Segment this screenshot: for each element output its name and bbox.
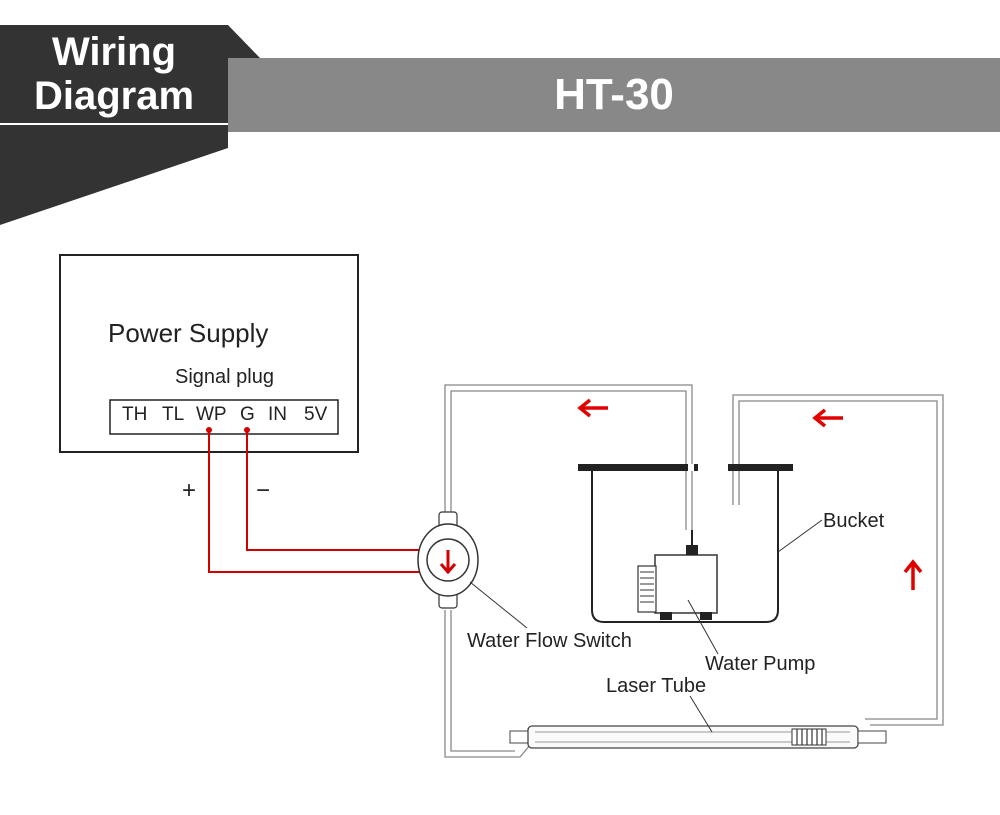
leader-lines xyxy=(469,519,823,733)
flow-arrows xyxy=(577,398,923,590)
terminal-th: TH xyxy=(122,404,148,425)
terminal-g: G xyxy=(240,404,255,425)
signal-plug-label: Signal plug xyxy=(175,366,274,388)
minus-sign: − xyxy=(256,477,271,504)
terminal-tl: TL xyxy=(162,404,185,425)
flow-arrow-up xyxy=(903,559,923,590)
bucket xyxy=(578,464,793,623)
wp-wire xyxy=(208,430,420,573)
laser-tube xyxy=(509,725,887,749)
g-wire xyxy=(246,430,420,551)
water-flow-switch xyxy=(417,511,479,609)
section-title-line2: Diagram xyxy=(33,74,195,118)
model-bar xyxy=(228,58,1000,132)
water-pipes xyxy=(444,384,944,758)
flow-arrow-left-2 xyxy=(812,408,843,428)
water-pump-label: Water Pump xyxy=(705,653,816,675)
water-pump xyxy=(637,530,718,620)
model-title: HT-30 xyxy=(554,70,674,119)
g-terminal-dot xyxy=(244,427,250,433)
signal-plug-box xyxy=(109,399,339,435)
flow-arrow-left-1 xyxy=(577,398,608,418)
water-flow-switch-label: Water Flow Switch xyxy=(467,630,632,652)
laser-tube-label: Laser Tube xyxy=(606,675,707,697)
signal-wires xyxy=(208,430,420,573)
terminal-5v: 5V xyxy=(304,404,328,425)
section-title-line1: Wiring xyxy=(51,30,177,74)
bucket-label: Bucket xyxy=(823,510,885,532)
power-supply-title: Power Supply xyxy=(108,318,269,348)
section-title: Wiring Diagram xyxy=(0,30,228,118)
banner-background xyxy=(0,25,260,225)
terminal-wp: WP xyxy=(196,404,227,425)
plus-sign: + xyxy=(182,477,197,504)
wp-terminal-dot xyxy=(206,427,212,433)
terminal-in: IN xyxy=(268,404,287,425)
